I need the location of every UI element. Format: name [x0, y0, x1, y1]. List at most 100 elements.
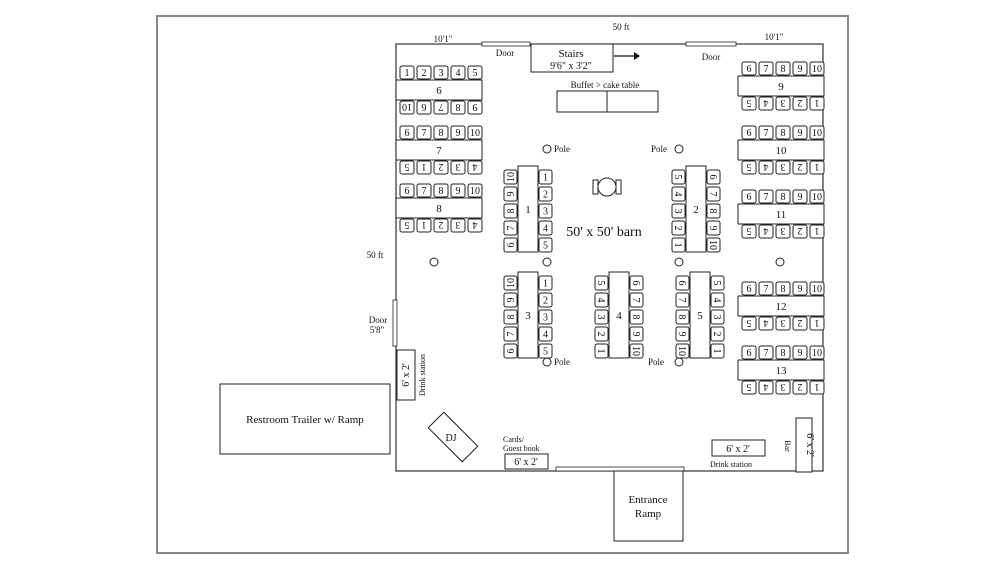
- table-8-seat-6-number: 6: [405, 186, 410, 197]
- table-2-seat-5-number: 5: [672, 175, 683, 180]
- table-8-seat-2-number: 2: [439, 219, 444, 230]
- table-3-seat-9-number: 9: [506, 298, 517, 303]
- table-10-seat-2: [792, 160, 808, 175]
- table-4-seat-3-number: 3: [595, 315, 606, 320]
- table-1-seat-6: [503, 237, 518, 253]
- table-4-seat-7-number: 7: [630, 298, 641, 303]
- bar-table: [795, 417, 813, 473]
- pole-top-left: [542, 144, 552, 154]
- table-5: [689, 271, 711, 359]
- table-9-seat-4: [758, 96, 774, 111]
- table-5-seat-2-number: 2: [711, 332, 722, 337]
- table-5-seat-10: [675, 343, 690, 359]
- table-2-seat-9: [706, 220, 721, 236]
- table-13-seat-2: [792, 380, 808, 395]
- table-12-seat-7-number: 7: [764, 284, 769, 295]
- table-11-seat-5: [741, 224, 757, 239]
- table-1: [517, 165, 539, 253]
- table-7-seat-7-number: 7: [422, 128, 427, 139]
- table-7-seat-8-number: 8: [439, 128, 444, 139]
- table-6-seat-8: [450, 100, 466, 115]
- table-3-label: 3: [525, 310, 531, 322]
- table-4-seat-3: [594, 309, 609, 325]
- table-7-seat-2-number: 2: [439, 161, 444, 172]
- table-9-seat-7-number: 7: [764, 64, 769, 75]
- post-1: [429, 257, 439, 267]
- table-6-seat-3: [433, 65, 449, 80]
- table-5-seat-8-number: 8: [676, 315, 687, 320]
- table-9-seat-5-number: 5: [747, 97, 752, 108]
- table-4-seat-2-number: 2: [595, 332, 606, 337]
- table-6-seat-6: [416, 100, 432, 115]
- table-12-seat-6-number: 6: [747, 284, 752, 295]
- table-2-seat-1: [671, 237, 686, 253]
- table-8-seat-5-number: 5: [405, 219, 410, 230]
- table-13-seat-4: [758, 380, 774, 395]
- table-1-label: 1: [525, 204, 531, 216]
- table-12-seat-7: [758, 281, 774, 296]
- table-9-seat-1-number: 1: [815, 97, 820, 108]
- table-6-seat-9: [467, 100, 483, 115]
- table-12-seat-8-number: 8: [781, 284, 786, 295]
- table-4-seat-4: [594, 292, 609, 308]
- pole-bottom-left-label: Pole: [554, 357, 570, 367]
- table-8-seat-8: [433, 183, 449, 198]
- table-12-seat-6: [741, 281, 757, 296]
- table-11-seat-3-number: 3: [781, 225, 786, 236]
- table-9-seat-4-number: 4: [764, 97, 769, 108]
- door-top-right-label: Door: [702, 52, 721, 62]
- table-3-seat-8-number: 8: [506, 315, 517, 320]
- entrance-ramp: [613, 470, 684, 542]
- table-1-seat-4-number: 4: [543, 224, 548, 235]
- pole-bottom-right: [674, 357, 684, 367]
- table-9-seat-5: [741, 96, 757, 111]
- table-1-seat-4: [538, 220, 553, 236]
- table-1-seat-9: [503, 186, 518, 202]
- table-7-seat-5-number: 5: [405, 161, 410, 172]
- table-13-seat-7-number: 7: [764, 348, 769, 359]
- right-segment-label: 10'1": [765, 32, 784, 42]
- table-5-seat-4: [710, 292, 725, 308]
- table-6-seat-10: [399, 100, 415, 115]
- table-6-seat-4-number: 4: [456, 68, 461, 79]
- table-7-seat-2: [433, 160, 449, 175]
- door-left: [392, 299, 398, 347]
- table-11-seat-8-number: 8: [781, 192, 786, 203]
- table-1-seat-6-number: 6: [506, 243, 517, 248]
- table-3-seat-3-number: 3: [543, 313, 548, 324]
- table-8-seat-3-number: 3: [456, 219, 461, 230]
- table-1-seat-2: [538, 186, 553, 202]
- table-8-seat-5: [399, 218, 415, 233]
- table-4-seat-5-number: 5: [595, 281, 606, 286]
- table-10-seat-1-number: 1: [815, 161, 820, 172]
- door-top-left-label: Door: [496, 48, 515, 58]
- table-1-seat-10-number: 10: [506, 172, 517, 182]
- table-2-seat-8: [706, 203, 721, 219]
- bar-label: Bar: [783, 440, 792, 452]
- table-6-seat-2: [416, 65, 432, 80]
- table-7-seat-9: [450, 125, 466, 140]
- drink-station-right: [711, 439, 766, 457]
- table-2: [685, 165, 707, 253]
- table-11-seat-7: [758, 189, 774, 204]
- table-12-seat-9-number: 9: [798, 284, 803, 295]
- bar-size: 6' x 2': [804, 433, 815, 457]
- table-5-seat-3: [710, 309, 725, 325]
- table-12-seat-8: [775, 281, 791, 296]
- table-10-seat-10: [809, 125, 825, 140]
- stairs-arrowhead: [634, 52, 640, 60]
- table-1-seat-1-number: 1: [543, 173, 548, 184]
- table-10-seat-1: [809, 160, 825, 175]
- table-5-seat-6: [675, 275, 690, 291]
- table-10-seat-2-number: 2: [798, 161, 803, 172]
- drink-station-left: [396, 349, 416, 401]
- table-3-seat-8: [503, 309, 518, 325]
- table-13-seat-6: [741, 345, 757, 360]
- table-1-seat-8-number: 8: [506, 209, 517, 214]
- table-11-seat-8: [775, 189, 791, 204]
- table-6-seat-7: [433, 100, 449, 115]
- table-4-seat-8-number: 8: [630, 315, 641, 320]
- table-13-seat-7: [758, 345, 774, 360]
- table-3-seat-7: [503, 326, 518, 342]
